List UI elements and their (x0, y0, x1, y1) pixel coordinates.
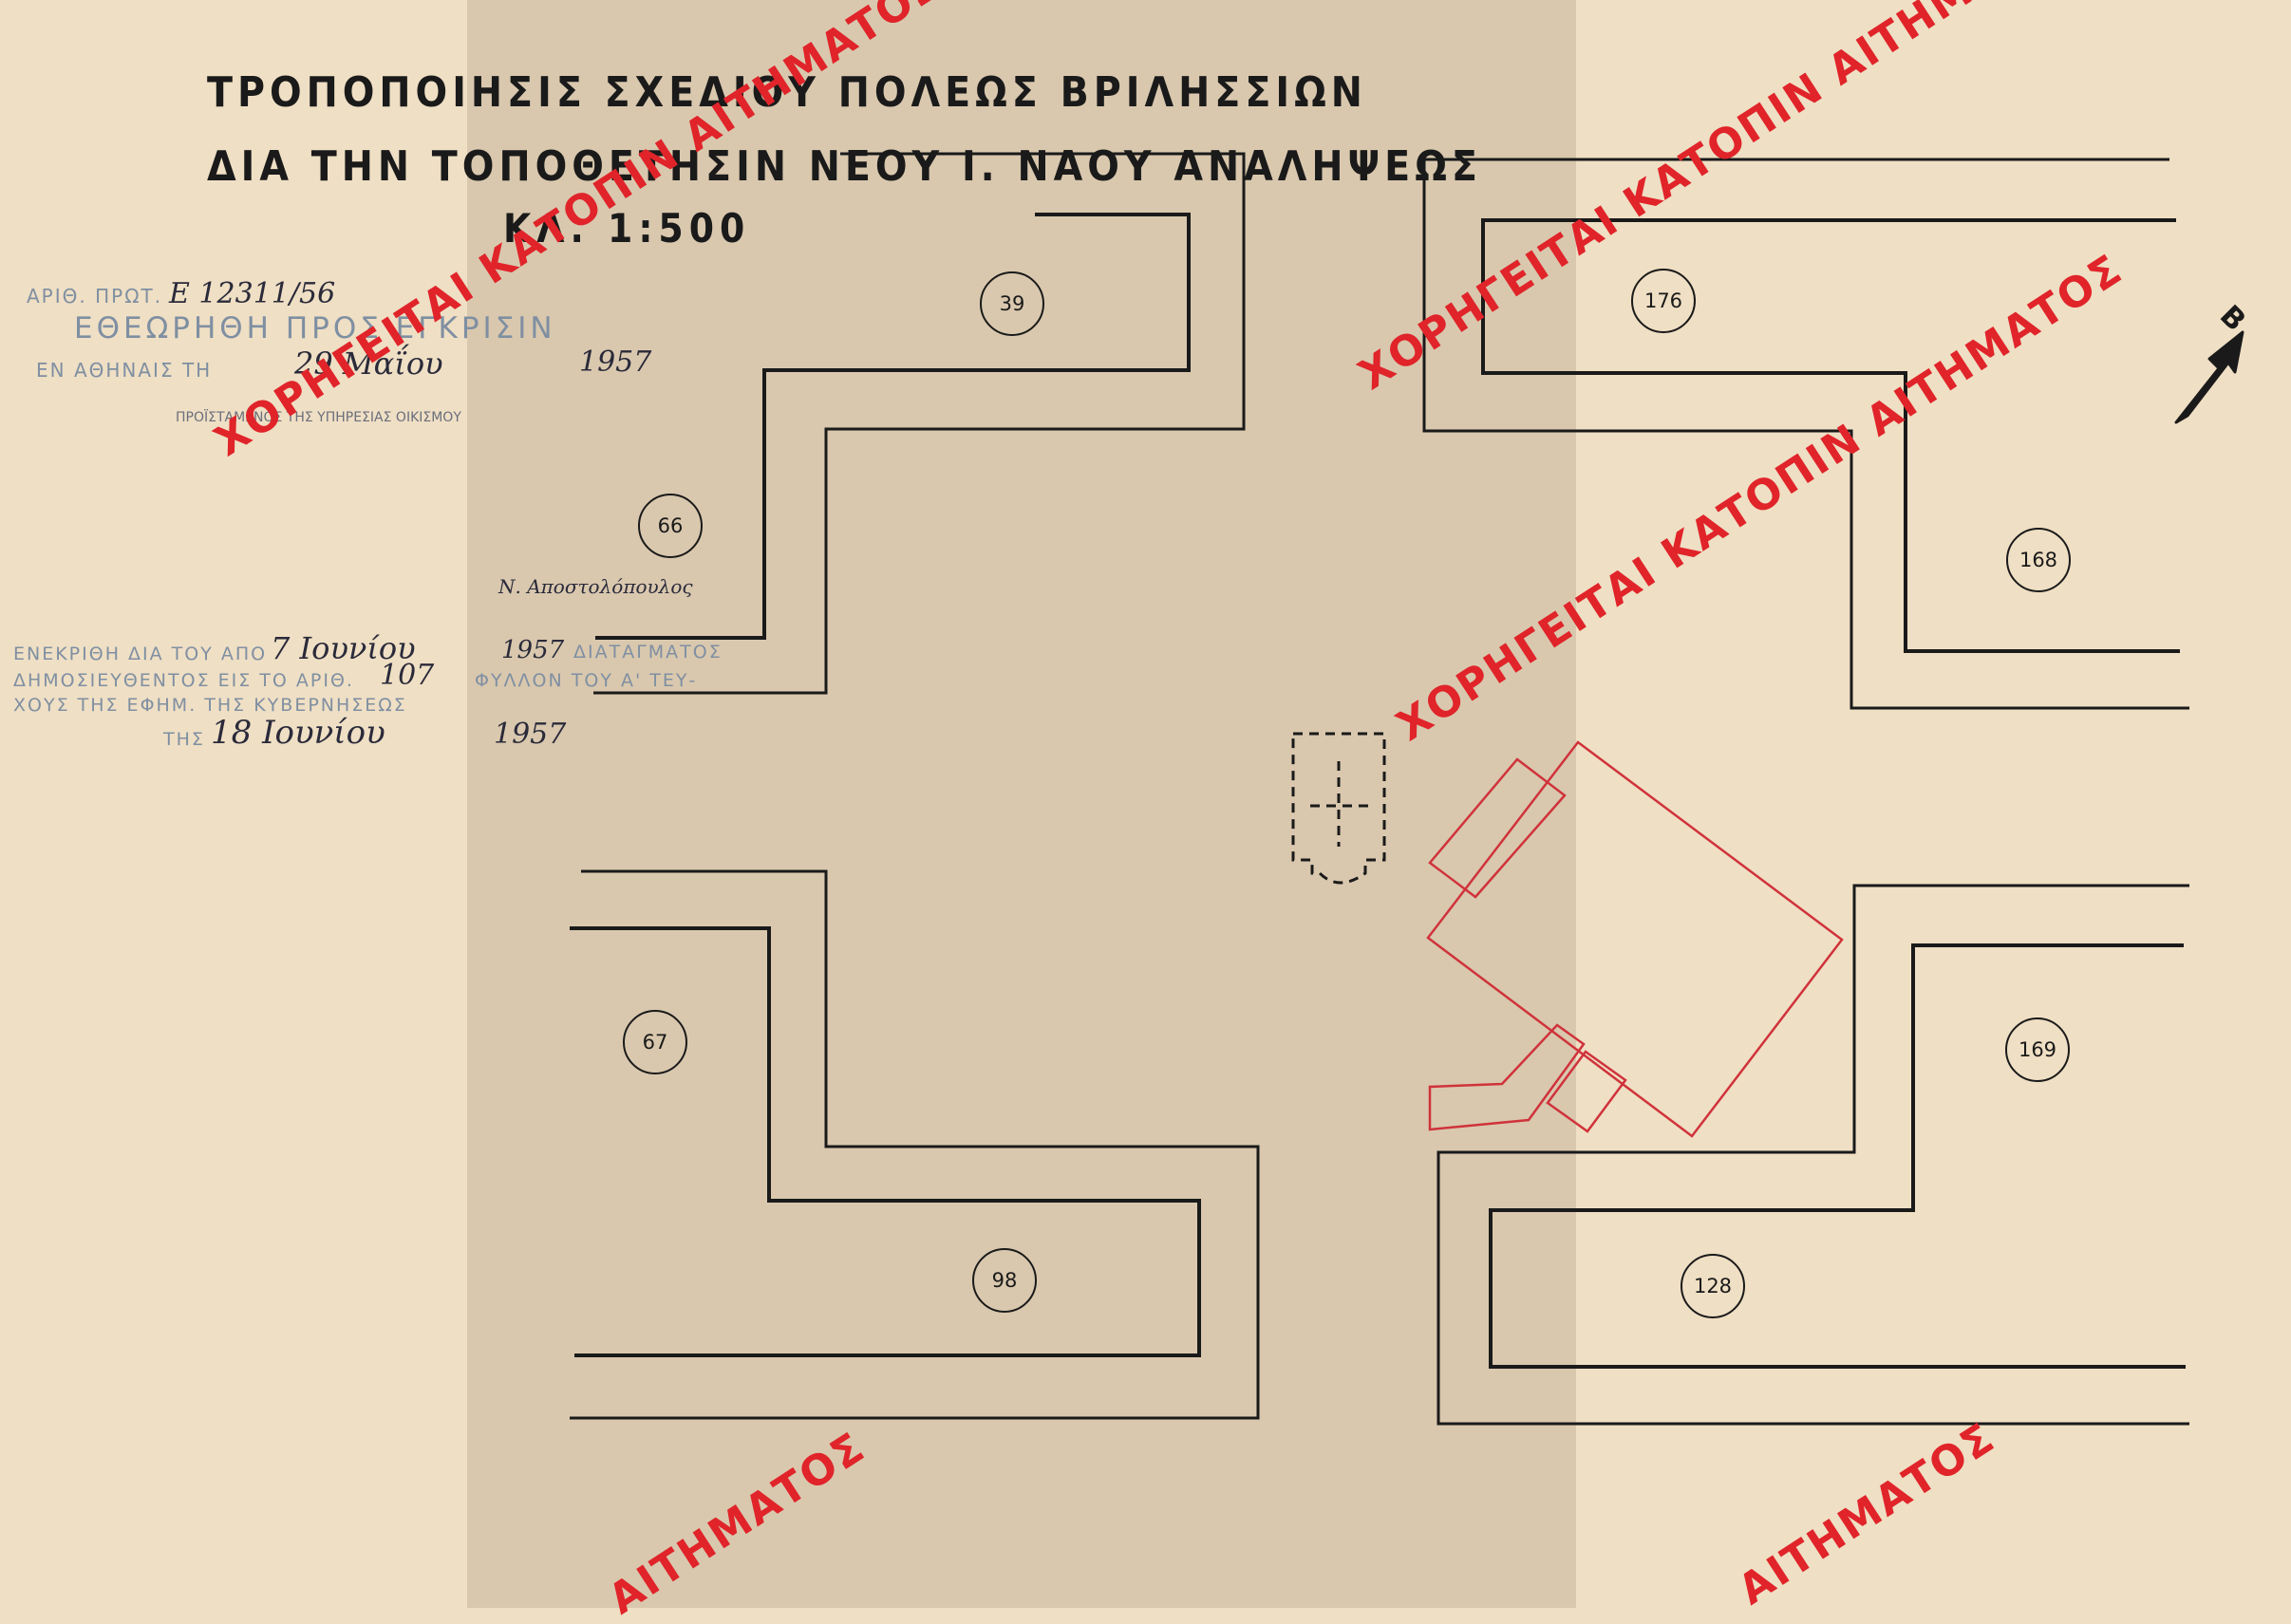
decree-year: 1957 (501, 636, 565, 664)
plot-number: 128 (1681, 1254, 1745, 1318)
old-church-dashed (1291, 732, 1386, 885)
protocol-label: ΑΡΙΘ. ΠΡΩΤ. (27, 285, 163, 308)
signature: Ν. Αποστολόπουλος (498, 575, 693, 598)
gazette-number: 107 (380, 659, 435, 692)
decree-line-4-label: ΤΗΣ (163, 729, 205, 750)
plot-number: 67 (623, 1010, 687, 1074)
plot-number: 176 (1631, 269, 1696, 333)
block-39-outline (593, 152, 1246, 695)
decree-line-1-tail: ΔΙΑΤΑΓΜΑΤΟΣ (573, 642, 723, 663)
place-label: ΕΝ ΑΘΗΝΑΙΣ ΤΗ (36, 359, 213, 382)
proposed-church-outline (1426, 740, 1844, 1138)
plot-number: 168 (2006, 528, 2071, 592)
decree-line-2-tail: ΦΥΛΛΟΝ ΤΟΥ Α' ΤΕΥ- (475, 670, 698, 691)
plot-number: 39 (980, 271, 1044, 336)
block-169-outline (1437, 884, 2189, 1426)
protocol-number: Ε 12311/56 (169, 277, 336, 310)
decree-line-3: ΧΟΥΣ ΤΗΣ ΕΦΗΜ. ΤΗΣ ΚΥΒΕΡΝΗΣΕΩΣ (13, 695, 407, 716)
publication-year: 1957 (494, 718, 567, 751)
block-67-outline (570, 869, 1260, 1420)
head-of-service: ΠΡΟΪΣΤΑΜΕΝΟΣ ΤΗΣ ΥΠΗΡΕΣΙΑΣ ΟΙΚΙΣΜΟΥ (176, 410, 461, 425)
plot-number: 98 (972, 1248, 1037, 1313)
reviewed-for-approval: ΕΘΕΩΡΗΘΗ ΠΡΟΣ ΕΓΚΡΙΣΙΝ (74, 311, 556, 345)
scale-label: ΚΛ. 1:500 (503, 205, 751, 252)
title-line-1: ΤΡΟΠΟΠΟΙΗΣΙΣ ΣΧΕΔΙΟΥ ΠΟΛΕΩΣ ΒΡΙΛΗΣΣΙΩΝ (207, 68, 1367, 117)
paper-band (467, 0, 1576, 1608)
plot-number: 169 (2005, 1017, 2070, 1082)
decree-line-1-label: ΕΝΕΚΡΙΘΗ ΔΙΑ ΤΟΥ ΑΠΟ (13, 644, 268, 664)
review-date: 29 Μαΐου (294, 345, 443, 382)
plot-number: 66 (638, 494, 703, 558)
title-line-2: ΔΙΑ ΤΗΝ ΤΟΠΟΘΕΤΗΣΙΝ ΝΕΟΥ Ι. ΝΑΟΥ ΑΝΑΛΗΨΕ… (207, 142, 1482, 191)
review-year: 1957 (579, 345, 652, 379)
decree-date: 7 Ιουνίου (271, 630, 416, 666)
publication-date: 18 Ιουνίου (211, 714, 385, 752)
block-176-outline (1422, 158, 2189, 710)
decree-line-2-label: ΔΗΜΟΣΙΕΥΘΕΝΤΟΣ ΕΙΣ ΤΟ ΑΡΙΘ. (13, 670, 354, 691)
north-arrow-icon (2174, 330, 2244, 424)
